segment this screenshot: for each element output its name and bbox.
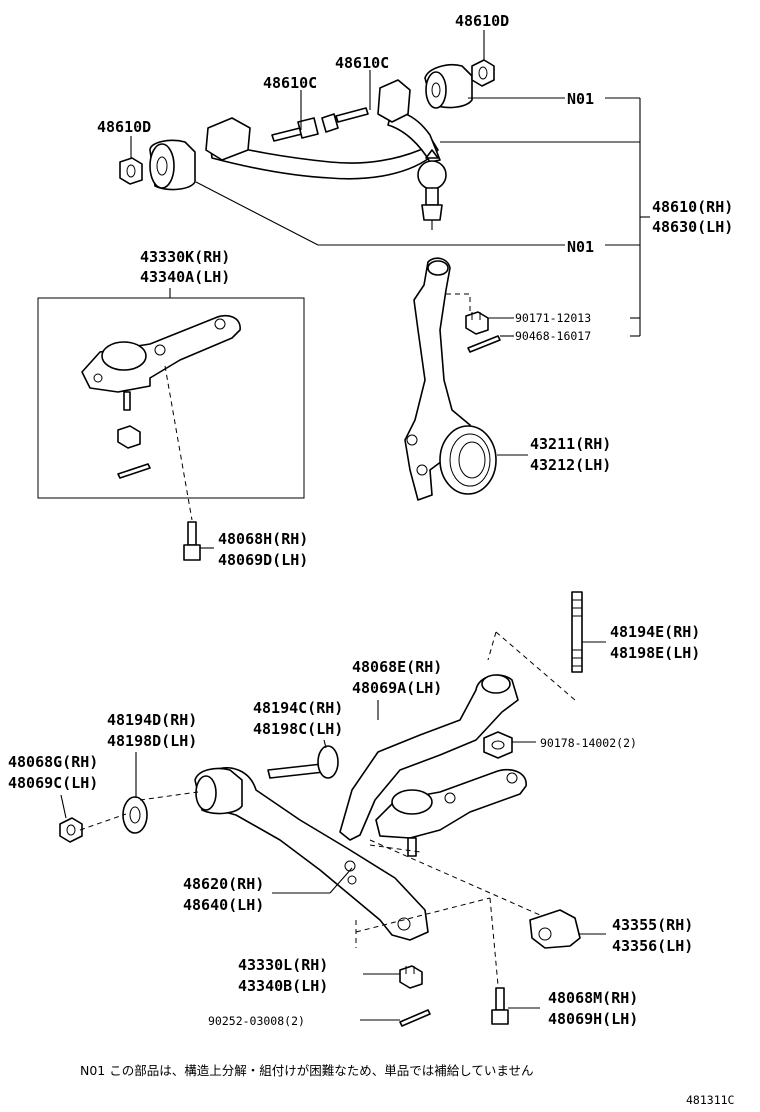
label-48198e-lh: 48198E(LH) (610, 644, 700, 662)
nut-48068g (59, 817, 83, 843)
castle-nut-43330l (399, 965, 423, 989)
label-90178: 90178-14002(2) (540, 736, 637, 750)
label-48069a-lh: 48069A(LH) (352, 679, 442, 697)
label-43330k-rh: 43330K(RH) (140, 248, 230, 266)
label-48068g-rh: 48068G(RH) (8, 753, 98, 771)
label-48194d-rh: 48194D(RH) (107, 711, 197, 729)
label-43356-lh: 43356(LH) (612, 937, 693, 955)
leader-lines (60, 30, 650, 1021)
label-48198c-lh: 48198C(LH) (253, 720, 343, 738)
lower-ball-joint-lower (375, 768, 527, 857)
bolt-48068h (183, 521, 201, 561)
label-48198d-lh: 48198D(LH) (107, 732, 197, 750)
label-90171: 90171-12013 (515, 311, 591, 325)
upper-control-arm (205, 79, 447, 230)
label-43211-rh: 43211(RH) (530, 435, 611, 453)
upper-bushing-right (424, 63, 473, 109)
label-48194e-rh: 48194E(RH) (610, 623, 700, 641)
label-43340b-lh: 43340B(LH) (238, 977, 328, 995)
upper-bushing-left (149, 139, 196, 191)
stopper-48194d (122, 796, 148, 834)
label-48069h-lh: 48069H(LH) (548, 1010, 638, 1028)
label-48610c-b: 48610C (335, 54, 389, 72)
nut-top-48610d (471, 59, 495, 87)
footnote: N01 この部品は、構造上分解・組付けが困難なため、単品では補給していません (80, 1063, 533, 1078)
label-43330l-rh: 43330L(RH) (238, 956, 328, 974)
bolt-48610c-b (321, 107, 369, 133)
steering-knuckle (404, 257, 497, 501)
lower-control-arm (194, 766, 429, 941)
label-90468: 90468-16017 (515, 329, 591, 343)
ball-joint-box (37, 297, 305, 499)
label-43340a-lh: 43340A(LH) (140, 268, 230, 286)
lower-ball-joint-43330k (81, 314, 241, 479)
label-48610-rh: 48610(RH) (652, 198, 733, 216)
cotter-pin-90468 (467, 335, 501, 353)
stud-48194e (571, 591, 583, 673)
bracket-43355 (529, 909, 581, 949)
nut-left-48610d (119, 157, 143, 185)
label-48068e-rh: 48068E(RH) (352, 658, 442, 676)
diagram-code: 481311C (686, 1093, 735, 1107)
nut-90178 (483, 731, 513, 759)
label-48610d-left: 48610D (97, 118, 151, 136)
label-90252: 90252-03008(2) (208, 1014, 305, 1028)
castle-nut-90171 (465, 311, 489, 335)
label-48620-rh: 48620(RH) (183, 875, 264, 893)
label-n01-mid: N01 (567, 238, 594, 256)
strut-rod (339, 674, 519, 841)
label-48068m-rh: 48068M(RH) (548, 989, 638, 1007)
label-43212-lh: 43212(LH) (530, 456, 611, 474)
label-48610d-top: 48610D (455, 12, 509, 30)
label-n01-top: N01 (567, 90, 594, 108)
label-43355-rh: 43355(RH) (612, 916, 693, 934)
label-48610c-a: 48610C (263, 74, 317, 92)
label-48069d-lh: 48069D(LH) (218, 551, 308, 569)
label-48194c-rh: 48194C(RH) (253, 699, 343, 717)
label-48640-lh: 48640(LH) (183, 896, 264, 914)
cotter-pin-90252 (399, 1009, 431, 1027)
bolt-48068m (491, 987, 509, 1025)
bolt-48194c (267, 745, 339, 779)
label-48069c-lh: 48069C(LH) (8, 774, 98, 792)
label-48068h-rh: 48068H(RH) (218, 530, 308, 548)
bolt-48610c-a (271, 117, 319, 142)
label-48630-lh: 48630(LH) (652, 218, 733, 236)
